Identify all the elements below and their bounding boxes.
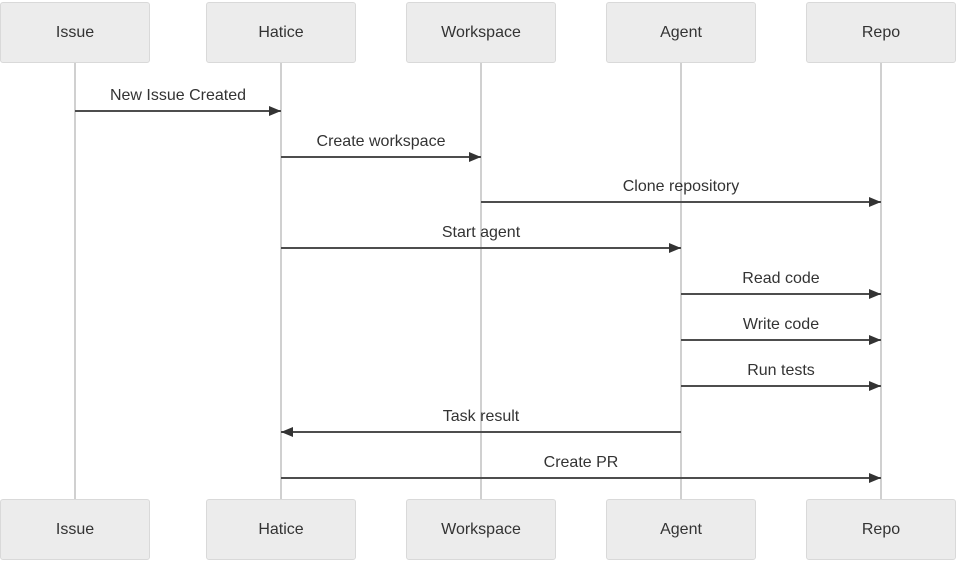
arrowhead-icon <box>869 289 881 299</box>
participant-box-issue-bottom: Issue <box>0 499 150 560</box>
message-label: New Issue Created <box>109 87 247 104</box>
arrowhead-icon <box>669 243 681 253</box>
message-line <box>681 339 881 341</box>
lifeline-hatice <box>280 63 282 499</box>
participant-label: Workspace <box>441 23 521 41</box>
participant-box-agent-bottom: Agent <box>606 499 756 560</box>
participant-box-hatice-top: Hatice <box>206 2 356 63</box>
arrowhead-icon <box>469 152 481 162</box>
participant-label: Issue <box>55 23 95 41</box>
arrowhead-icon <box>281 427 293 437</box>
message-read-code: Read code <box>681 269 881 299</box>
participant-label: Hatice <box>258 23 304 41</box>
message-start-agent: Start agent <box>281 223 681 253</box>
participant-box-repo-bottom: Repo <box>806 499 956 560</box>
message-line <box>281 247 681 249</box>
message-label: Run tests <box>747 362 815 379</box>
message-label: Write code <box>742 316 820 333</box>
participant-label: Agent <box>660 520 702 538</box>
message-label: Task result <box>442 408 520 425</box>
participant-box-issue-top: Issue <box>0 2 150 63</box>
message-line <box>681 385 881 387</box>
message-line <box>281 156 481 158</box>
message-label: Read code <box>742 270 820 287</box>
lifeline-issue <box>74 63 76 499</box>
arrowhead-icon <box>869 335 881 345</box>
message-label: Create PR <box>543 454 619 471</box>
participant-box-hatice-bottom: Hatice <box>206 499 356 560</box>
participant-label: Agent <box>660 23 702 41</box>
participant-box-repo-top: Repo <box>806 2 956 63</box>
arrowhead-icon <box>869 473 881 483</box>
message-run-tests: Run tests <box>681 361 881 391</box>
message-label: Start agent <box>441 224 521 241</box>
arrowhead-icon <box>269 106 281 116</box>
message-label: Clone repository <box>622 178 740 195</box>
message-clone-repository: Clone repository <box>481 177 881 207</box>
message-line <box>281 477 881 479</box>
message-create-pr: Create PR <box>281 453 881 483</box>
participant-label: Repo <box>861 23 901 41</box>
message-line <box>75 110 281 112</box>
participant-label: Issue <box>55 520 95 538</box>
message-write-code: Write code <box>681 315 881 345</box>
participant-box-workspace-top: Workspace <box>406 2 556 63</box>
lifeline-agent <box>680 63 682 499</box>
participant-label: Workspace <box>441 520 521 538</box>
message-line <box>281 431 681 433</box>
participant-label: Repo <box>861 520 901 538</box>
lifeline-workspace <box>480 63 482 499</box>
lifeline-repo <box>880 63 882 499</box>
message-create-workspace: Create workspace <box>281 132 481 162</box>
message-new-issue-created: New Issue Created <box>75 86 281 116</box>
participant-box-workspace-bottom: Workspace <box>406 499 556 560</box>
participant-box-agent-top: Agent <box>606 2 756 63</box>
arrowhead-icon <box>869 197 881 207</box>
arrowhead-icon <box>869 381 881 391</box>
message-line <box>481 201 881 203</box>
message-task-result: Task result <box>281 407 681 437</box>
participant-label: Hatice <box>258 520 304 538</box>
message-line <box>681 293 881 295</box>
message-label: Create workspace <box>316 133 446 150</box>
